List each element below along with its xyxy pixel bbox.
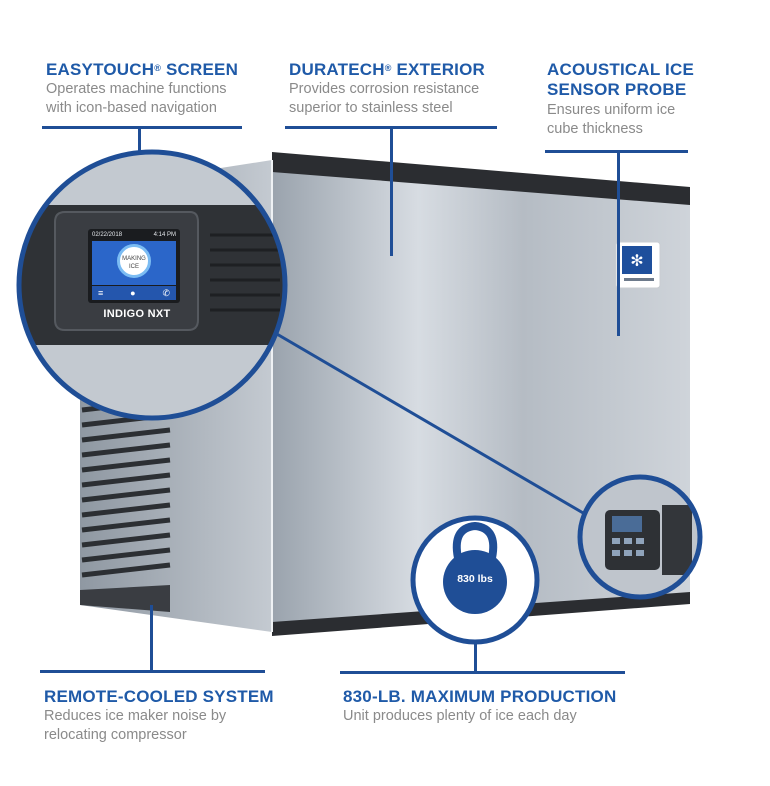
remote-title: REMOTE-COOLED SYSTEM (44, 687, 274, 706)
svg-text:✻: ✻ (630, 251, 643, 270)
duratech-desc: Provides corrosion resistance superior t… (289, 80, 479, 118)
duratech-title-rest: EXTERIOR (391, 60, 486, 79)
screen-brand-label: INDIGO NXT (103, 308, 171, 320)
screen-nav-bar: ≡ ● ✆ (92, 286, 176, 300)
duratech-desc-line-2: superior to stainless steel (289, 100, 453, 116)
easytouch-rule (42, 126, 242, 129)
duratech-title: DURATECH® EXTERIOR (289, 60, 485, 80)
screen-main-area: MAKING ICE (92, 241, 176, 285)
touch-screen[interactable]: 02/22/2018 4:14 PM MAKING ICE ≡ ● ✆ (88, 229, 180, 303)
acoustical-title-line-2: SENSOR PROBE (547, 80, 687, 99)
easytouch-title: EASYTOUCH® SCREEN (46, 60, 238, 80)
registered-mark: ® (154, 63, 162, 73)
kettlebell-icon (452, 521, 498, 559)
remote-desc: Reduces ice maker noise by relocating co… (44, 707, 226, 745)
acoustical-desc-line-1: Ensures uniform ice (547, 102, 676, 118)
acoustical-desc-line-2: cube thickness (547, 121, 643, 137)
production-magnifier (410, 515, 540, 645)
remote-connector (150, 605, 153, 670)
status-line-1: MAKING (122, 256, 146, 262)
brand-logo: ✻ (615, 241, 661, 289)
duratech-connector (390, 126, 393, 256)
weight-label: 830 lbs (457, 573, 493, 585)
remote-desc-line-1: Reduces ice maker noise by (44, 708, 227, 724)
acoustical-title-line-1: ACOUSTICAL ICE (547, 60, 694, 79)
duratech-title-text: DURATECH (289, 60, 385, 79)
screen-date: 02/22/2018 (92, 232, 123, 238)
acoustical-connector (617, 150, 620, 336)
menu-icon[interactable]: ≡ (98, 288, 104, 298)
easytouch-title-rest: SCREEN (161, 60, 239, 79)
easytouch-desc-line-2: with icon-based navigation (46, 100, 217, 116)
production-title: 830-LB. MAXIMUM PRODUCTION (343, 687, 617, 706)
acoustical-rule (545, 150, 688, 153)
easytouch-desc-line-1: Operates machine functions (46, 81, 227, 97)
production-connector (474, 642, 477, 672)
production-desc: Unit produces plenty of ice each day (343, 708, 577, 724)
acoustical-desc: Ensures uniform ice cube thickness (547, 101, 675, 139)
production-rule (340, 671, 625, 674)
remote-desc-line-2: relocating compressor (44, 727, 187, 743)
phone-icon[interactable]: ✆ (162, 287, 170, 298)
duratech-desc-line-1: Provides corrosion resistance (289, 81, 480, 97)
registered-mark: ® (384, 63, 392, 73)
screen-time: 4:14 PM (153, 232, 176, 238)
easytouch-desc: Operates machine functions with icon-bas… (46, 80, 227, 118)
easytouch-connector (138, 126, 141, 154)
acoustical-title: ACOUSTICAL ICE SENSOR PROBE (547, 60, 694, 100)
info-icon[interactable]: ● (130, 288, 136, 298)
status-line-2: ICE (128, 264, 139, 270)
making-ice-indicator[interactable]: MAKING ICE (117, 244, 151, 278)
remote-rule (40, 670, 265, 673)
screen-status-bar: 02/22/2018 4:14 PM (92, 232, 176, 240)
screen-callout-line (269, 328, 591, 519)
easytouch-title-text: EASYTOUCH (46, 60, 155, 79)
control-panel-magnifier (577, 474, 703, 600)
